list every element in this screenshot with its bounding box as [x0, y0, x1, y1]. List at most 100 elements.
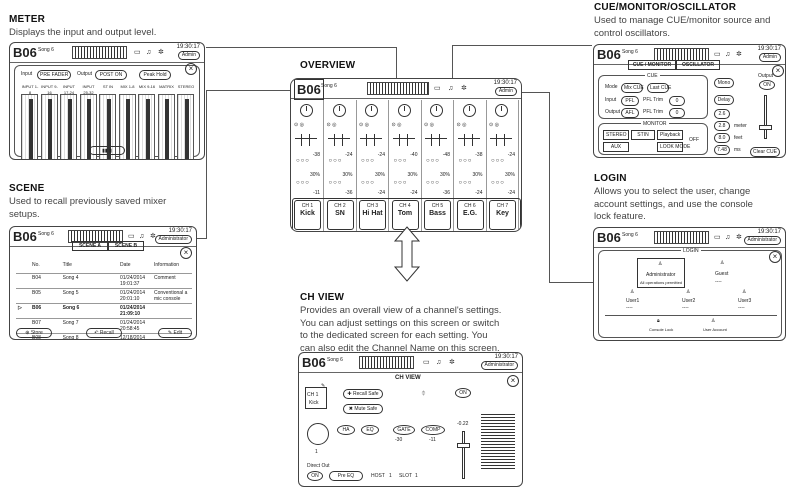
aux-button[interactable]: AUX — [603, 142, 629, 152]
headphones-icon[interactable]: ♫ — [725, 51, 731, 58]
phase-icon[interactable]: ⊙ ◎ — [424, 122, 434, 128]
user-2[interactable]: ♙User2---- — [669, 289, 709, 313]
phase-icon[interactable]: ⊙ ◎ — [489, 122, 499, 128]
gain-knob[interactable] — [495, 104, 508, 117]
gain-knob[interactable] — [332, 104, 346, 117]
eq-graph[interactable] — [457, 134, 480, 148]
mix-cue-button[interactable]: Mix CUE — [621, 83, 644, 93]
gain-knob[interactable] — [430, 104, 443, 117]
cue-icon[interactable]: ▭ — [134, 49, 141, 56]
user-pill[interactable]: Admin — [177, 51, 200, 60]
user-pill[interactable]: Administrator — [743, 236, 781, 245]
meter-strip[interactable] — [138, 94, 155, 159]
meter-strip[interactable] — [40, 94, 58, 159]
scene-number[interactable]: B06 — [302, 355, 326, 370]
delay-value-3[interactable]: 8.0 — [714, 133, 730, 143]
gain-knob[interactable] — [462, 104, 476, 117]
ha-gain-knob[interactable] — [307, 423, 329, 445]
comp-button[interactable]: COMP — [421, 425, 445, 435]
cue-icon[interactable]: ▭ — [434, 85, 441, 92]
headphones-icon[interactable]: ♫ — [436, 359, 442, 366]
afl-select[interactable]: AFL — [621, 108, 639, 118]
clear-cue-button[interactable]: Clear CUE — [750, 147, 780, 157]
delay-button[interactable]: Delay — [714, 95, 734, 105]
send-dots[interactable]: ○○○ — [328, 180, 343, 186]
headphones-icon[interactable]: ♫ — [146, 49, 152, 56]
meter-strip[interactable] — [60, 94, 77, 159]
scene-number[interactable]: B06 — [597, 47, 621, 62]
close-icon[interactable]: × — [769, 251, 781, 263]
channel-fader[interactable] — [462, 431, 465, 479]
eq-graph[interactable] — [392, 134, 415, 148]
meter-strip-icon[interactable] — [359, 356, 414, 369]
gear-icon[interactable]: ✲ — [736, 51, 742, 58]
edit-button[interactable]: ✎ Edit — [158, 328, 192, 338]
send-dots[interactable]: ○○○ — [361, 180, 375, 186]
meter-strip-icon[interactable] — [72, 46, 127, 59]
scene-number[interactable]: B06 — [597, 230, 621, 245]
user-1[interactable]: ♙User1---- — [613, 289, 653, 313]
gain-knob[interactable] — [300, 104, 313, 117]
delay-value-1[interactable]: 2.6 — [714, 109, 730, 119]
cue-icon[interactable]: ▭ — [714, 51, 721, 58]
phase-icon[interactable]: ⊙ ◎ — [456, 122, 467, 128]
eq-graph[interactable] — [360, 134, 382, 148]
headphones-icon[interactable]: ♫ — [725, 234, 731, 241]
meter-strip[interactable] — [118, 94, 136, 159]
cue-icon[interactable]: ▭ — [714, 234, 721, 241]
meter-strip[interactable] — [157, 94, 175, 159]
pfl-trim-value[interactable]: 0 — [669, 96, 685, 106]
playback-button[interactable]: Playback — [657, 130, 683, 140]
gain-knob[interactable] — [365, 104, 378, 117]
send-dots[interactable]: ○○○ — [458, 158, 473, 164]
phase-icon[interactable]: ⊙ ◎ — [326, 122, 337, 128]
eq-graph[interactable] — [295, 134, 317, 148]
close-icon[interactable]: × — [507, 375, 519, 387]
recall-safe-button[interactable]: ✚ Recall Safe — [343, 389, 383, 399]
output-on-button[interactable]: ON — [759, 80, 775, 90]
close-icon[interactable]: × — [185, 63, 197, 75]
close-icon[interactable]: × — [772, 65, 784, 77]
user-guest[interactable]: ♙ Guest ---- — [703, 258, 743, 288]
headphones-icon[interactable]: ♫ — [448, 85, 454, 92]
tab-oscillator[interactable]: OSCILLATOR — [676, 60, 720, 70]
output-fader-knob[interactable] — [759, 125, 772, 130]
mute-safe-button[interactable]: ✖ Mute Safe — [343, 404, 383, 414]
meter-strip[interactable] — [177, 94, 194, 159]
recall-button[interactable]: ↶ Recall — [86, 328, 122, 338]
gear-icon[interactable]: ✲ — [449, 359, 455, 366]
stereo-button[interactable]: STEREO — [603, 130, 629, 140]
meter-strip-icon[interactable] — [367, 82, 429, 95]
phase-icon[interactable]: ⏀ — [421, 391, 427, 397]
send-dots[interactable]: ○○○ — [491, 180, 505, 186]
ha-button[interactable]: HA — [337, 425, 355, 435]
send-dots[interactable]: ○○○ — [426, 158, 440, 164]
edit-icon[interactable]: ✎ — [321, 383, 326, 389]
eq-graph[interactable] — [425, 134, 447, 148]
afl-trim-value[interactable]: 0 — [669, 108, 685, 118]
tab-scene-b[interactable]: SCENE B — [108, 241, 144, 251]
headphones-icon[interactable]: ♫ — [139, 233, 145, 240]
user-account-icon[interactable]: ♙ — [711, 318, 716, 324]
gate-button[interactable]: GATE — [393, 425, 415, 435]
user-pill[interactable]: Administrator — [154, 235, 192, 244]
user-pill[interactable]: Admin — [494, 87, 517, 96]
channel-name-box[interactable]: CH 1 Kick — [305, 387, 327, 409]
user-admin[interactable]: ♙ Administrator All operations permitted — [637, 258, 685, 288]
cue-icon[interactable]: ▭ — [128, 233, 135, 240]
stin-button[interactable]: STIN — [631, 130, 655, 140]
channel-on-button[interactable]: ON — [455, 388, 471, 398]
last-cue-button[interactable]: Last CUE — [647, 83, 671, 93]
gear-icon[interactable]: ✲ — [150, 233, 156, 240]
